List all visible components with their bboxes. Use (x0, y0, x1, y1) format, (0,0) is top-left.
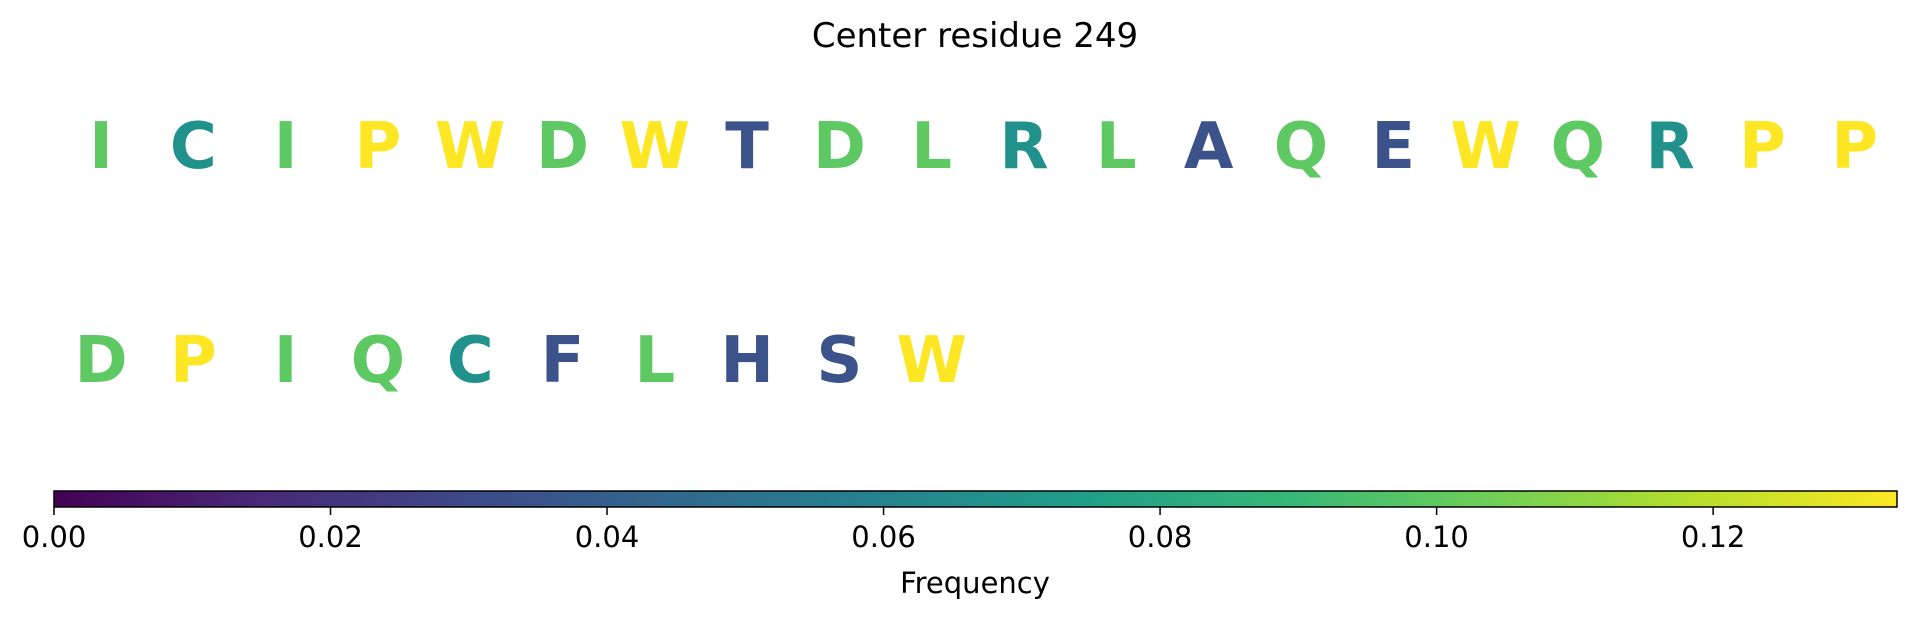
residue-letter: W (620, 110, 691, 184)
colorbar-fill (54, 491, 1897, 507)
residue-letter: Q (1274, 110, 1328, 184)
colorbar-tick-label: 0.00 (22, 520, 87, 554)
chart-title: Center residue 249 (812, 16, 1138, 56)
residue-letter: I (89, 110, 113, 184)
residue-letter: A (1184, 110, 1234, 184)
residue-letter: E (1371, 110, 1415, 184)
residue-letter: T (725, 110, 769, 184)
residue-letter: P (170, 324, 217, 398)
residue-letter: F (541, 324, 585, 398)
colorbar-label: Frequency (900, 566, 1050, 600)
residue-letter: W (896, 324, 967, 398)
residue-letter: Q (351, 324, 405, 398)
residue-letter: R (1645, 110, 1694, 184)
colorbar-tick-label: 0.06 (851, 520, 916, 554)
colorbar-tick-label: 0.08 (1128, 520, 1193, 554)
colorbar-tick-label: 0.12 (1681, 520, 1746, 554)
residue-letter: L (634, 324, 675, 398)
residue-letter: L (911, 110, 952, 184)
residue-letter: W (1450, 110, 1521, 184)
residue-letter: I (274, 324, 298, 398)
residue-letter: L (1096, 110, 1137, 184)
residue-letter: D (813, 110, 866, 184)
residue-letter: S (816, 324, 862, 398)
residue-letter: W (435, 110, 506, 184)
residue-letter: D (536, 110, 589, 184)
colorbar-ticks: 0.00 0.02 0.04 0.06 0.08 0.10 0.12 (22, 507, 1746, 554)
colorbar-tick-label: 0.04 (575, 520, 640, 554)
residue-letter: P (1831, 110, 1878, 184)
colorbar: 0.00 0.02 0.04 0.06 0.08 0.10 0.12 Frequency (22, 490, 1898, 600)
residue-letter: I (274, 110, 298, 184)
residue-letter: Q (1551, 110, 1605, 184)
colorbar-tick-label: 0.02 (298, 520, 363, 554)
residue-letter: H (720, 324, 774, 398)
residue-letter: P (354, 110, 401, 184)
residue-letter: P (1739, 110, 1786, 184)
colorbar-tick-label: 0.10 (1404, 520, 1469, 554)
colorbar-frame (53, 490, 1898, 508)
residue-letter: R (999, 110, 1048, 184)
residue-letter: C (170, 110, 217, 184)
residue-letter: C (447, 324, 494, 398)
residue-letter: D (74, 324, 127, 398)
